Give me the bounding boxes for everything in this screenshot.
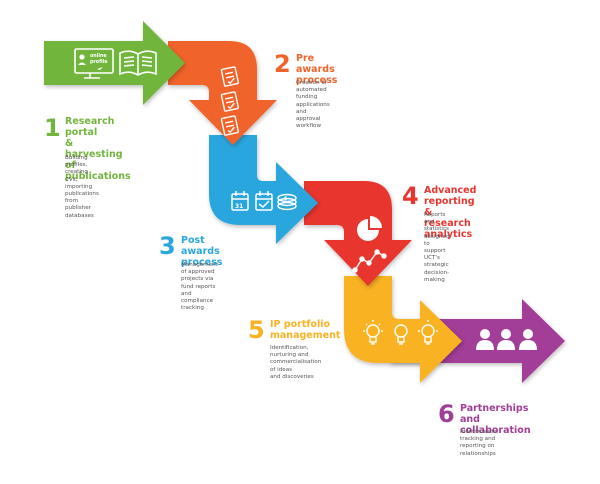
open-book-icon: [119, 50, 157, 76]
arrow-stage-3: [209, 135, 318, 244]
calendar-icon: [231, 191, 249, 211]
step-number: 5: [248, 316, 265, 344]
step-description: Creation of automated funding applicatio…: [296, 80, 330, 130]
arrow-stage-1: [44, 21, 185, 105]
step-title: IP portfolio management: [270, 319, 341, 341]
step-title: Partnerships and collaboration: [460, 403, 531, 436]
lightbulb-icon: [363, 320, 438, 345]
line-graph-icon: [352, 249, 387, 273]
money-coins-icon: $: [277, 193, 297, 211]
step-description: Identification, nurturing and commercial…: [270, 345, 322, 380]
online-profile-label: online profile: [90, 53, 108, 65]
step-title: Research portal & harvesting of publicat…: [65, 116, 131, 182]
step-number: 1: [44, 114, 61, 142]
calendar-check-icon: [255, 191, 273, 211]
step-description: Building profiles, creating CVs, importi…: [65, 155, 99, 219]
monitor-profile-icon: [74, 48, 114, 79]
step-title: Advanced reporting & research analytics: [424, 185, 477, 240]
step-description: Identification, tracking and reporting o…: [460, 429, 499, 457]
step-number: 2: [274, 50, 291, 78]
step-title: Post awards process: [181, 235, 223, 268]
pie-chart-icon: [357, 216, 382, 241]
document-check-icon: [220, 66, 240, 136]
step-number: 3: [159, 232, 176, 260]
arrow-stage-5: [344, 276, 462, 383]
step-number: 6: [438, 400, 455, 428]
step-description: Management of approved projects via fund…: [181, 262, 218, 312]
arrow-stage-2: [168, 41, 277, 145]
step-title: Pre awards process: [296, 53, 338, 86]
people-icon: [476, 329, 537, 350]
step-number: 4: [402, 182, 419, 210]
svg-text:$: $: [284, 196, 288, 202]
calendar-day-label: 31: [235, 203, 243, 210]
step-description: Reports and statistics designed to suppo…: [424, 212, 450, 283]
